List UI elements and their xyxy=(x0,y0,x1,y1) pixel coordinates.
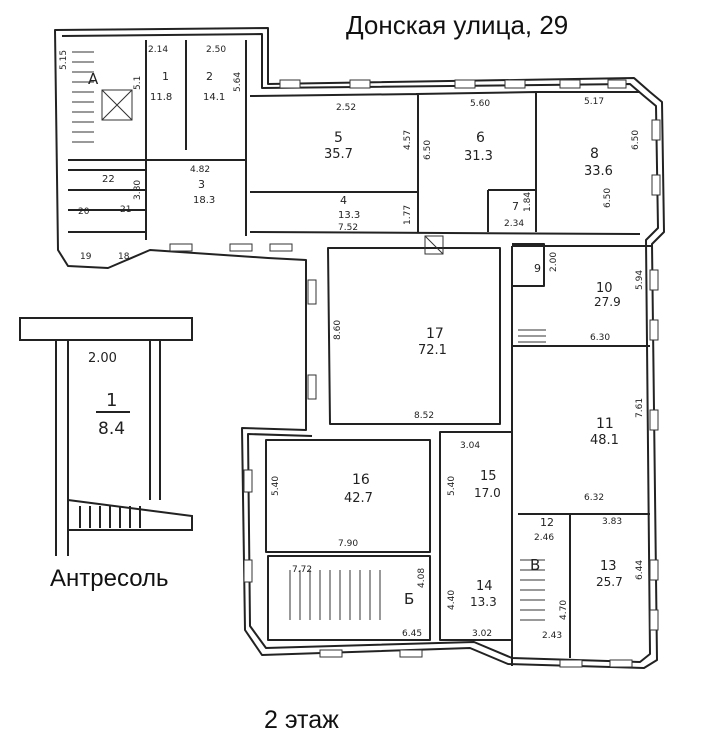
dim: 7.61 xyxy=(635,398,645,418)
dim: 5.1 xyxy=(133,76,143,90)
dim: 4.57 xyxy=(403,130,413,150)
room-6-area: 31.3 xyxy=(464,149,493,164)
dim: 2.34 xyxy=(504,219,524,229)
dim: 6.50 xyxy=(631,130,641,150)
stair-v-label: В xyxy=(530,556,540,574)
room-10-number: 10 xyxy=(596,281,613,296)
room-20-number: 20 xyxy=(78,207,90,217)
stairs xyxy=(72,51,546,621)
dim: 6.50 xyxy=(603,188,613,208)
dim: 6.32 xyxy=(584,493,604,503)
room-5-area: 35.7 xyxy=(324,147,353,162)
walls xyxy=(54,27,665,669)
dim: 5.60 xyxy=(470,99,490,109)
dim: 4.70 xyxy=(559,600,569,620)
dim: 3.04 xyxy=(460,441,480,451)
windows xyxy=(169,79,661,668)
mezzanine-width: 2.00 xyxy=(88,351,117,366)
dim: 7.52 xyxy=(338,223,358,233)
dim: 8.52 xyxy=(414,411,434,421)
dim: 6.45 xyxy=(402,629,422,639)
dim: 5.17 xyxy=(584,97,604,107)
dim: 4.82 xyxy=(190,165,210,175)
dim: 5.94 xyxy=(635,270,645,290)
room-6-number: 6 xyxy=(476,130,485,146)
dim: 5.40 xyxy=(271,476,281,496)
stair-b-label: Б xyxy=(404,590,414,608)
mezzanine-room-area: 8.4 xyxy=(98,419,125,439)
dim: 7.90 xyxy=(338,539,358,549)
dim: 7.72 xyxy=(292,565,312,575)
floor-label: 2 этаж xyxy=(264,706,339,734)
room-9-number: 9 xyxy=(534,262,541,275)
room-22-number: 22 xyxy=(102,174,115,185)
mezzanine-labels: 2.00 1 8.4 xyxy=(88,351,125,439)
room-labels: 1 11.8 2 14.1 3 18.3 4 13.3 5 35.7 6 31.… xyxy=(78,70,623,609)
dim: 8.60 xyxy=(333,320,343,340)
dim: 6.44 xyxy=(635,560,645,580)
room-2-area: 14.1 xyxy=(203,92,225,103)
dim: 1.77 xyxy=(403,205,413,225)
room-8-number: 8 xyxy=(590,146,599,162)
dim: 2.52 xyxy=(336,103,356,113)
dim: 2.43 xyxy=(542,631,562,641)
room-19-number: 19 xyxy=(80,252,92,262)
dim: 6.30 xyxy=(590,333,610,343)
room-16-number: 16 xyxy=(352,472,370,488)
room-13-number: 13 xyxy=(600,559,617,574)
room-14-area: 13.3 xyxy=(470,595,497,609)
dim: 4.40 xyxy=(447,590,457,610)
stair-letters: А Б В xyxy=(88,70,540,608)
address-title: Донская улица, 29 xyxy=(346,10,569,40)
room-4-number: 4 xyxy=(340,194,347,207)
mezzanine-caption: Антресоль xyxy=(50,565,169,592)
room-1-number: 1 xyxy=(162,70,169,83)
room-10-area: 27.9 xyxy=(594,295,621,309)
dim: 2.50 xyxy=(206,45,226,55)
room-3-number: 3 xyxy=(198,178,205,191)
dim: 4.08 xyxy=(417,568,427,588)
dim: 5.40 xyxy=(447,476,457,496)
room-5-number: 5 xyxy=(334,130,343,146)
room-21-number: 21 xyxy=(120,205,131,215)
room-2-number: 2 xyxy=(206,70,213,83)
dim: 6.50 xyxy=(423,140,433,160)
room-13-area: 25.7 xyxy=(596,575,623,589)
room-17-number: 17 xyxy=(426,326,444,342)
mezzanine-room-number: 1 xyxy=(106,390,117,411)
dim: 5.64 xyxy=(233,72,243,92)
stair-a-label: А xyxy=(88,70,99,88)
dim: 2.00 xyxy=(549,252,559,272)
dimension-labels: 2.14 2.50 5.15 5.1 5.64 4.82 3.80 2.52 4… xyxy=(59,45,645,641)
room-8-area: 33.6 xyxy=(584,164,613,179)
room-12-number: 12 xyxy=(540,516,554,529)
dim: 3.02 xyxy=(472,629,492,639)
dim: 2.14 xyxy=(148,45,168,55)
mezzanine-plan xyxy=(19,317,193,556)
room-4-area: 13.3 xyxy=(338,210,360,221)
room-1-area: 11.8 xyxy=(150,92,172,103)
dim: 2.46 xyxy=(534,533,554,543)
room-11-area: 48.1 xyxy=(590,433,619,448)
dim: 5.15 xyxy=(59,50,69,70)
room-15-number: 15 xyxy=(480,469,497,484)
room-15-area: 17.0 xyxy=(474,486,501,500)
room-18-number: 18 xyxy=(118,252,130,262)
room-11-number: 11 xyxy=(596,416,614,432)
dim: 3.80 xyxy=(133,180,143,200)
room-14-number: 14 xyxy=(476,579,493,594)
room-7-number: 7 xyxy=(512,200,519,213)
dim: 1.84 xyxy=(523,192,533,212)
room-17-area: 72.1 xyxy=(418,343,447,358)
room-16-area: 42.7 xyxy=(344,491,373,506)
room-3-area: 18.3 xyxy=(193,195,215,206)
dim: 3.83 xyxy=(602,517,622,527)
